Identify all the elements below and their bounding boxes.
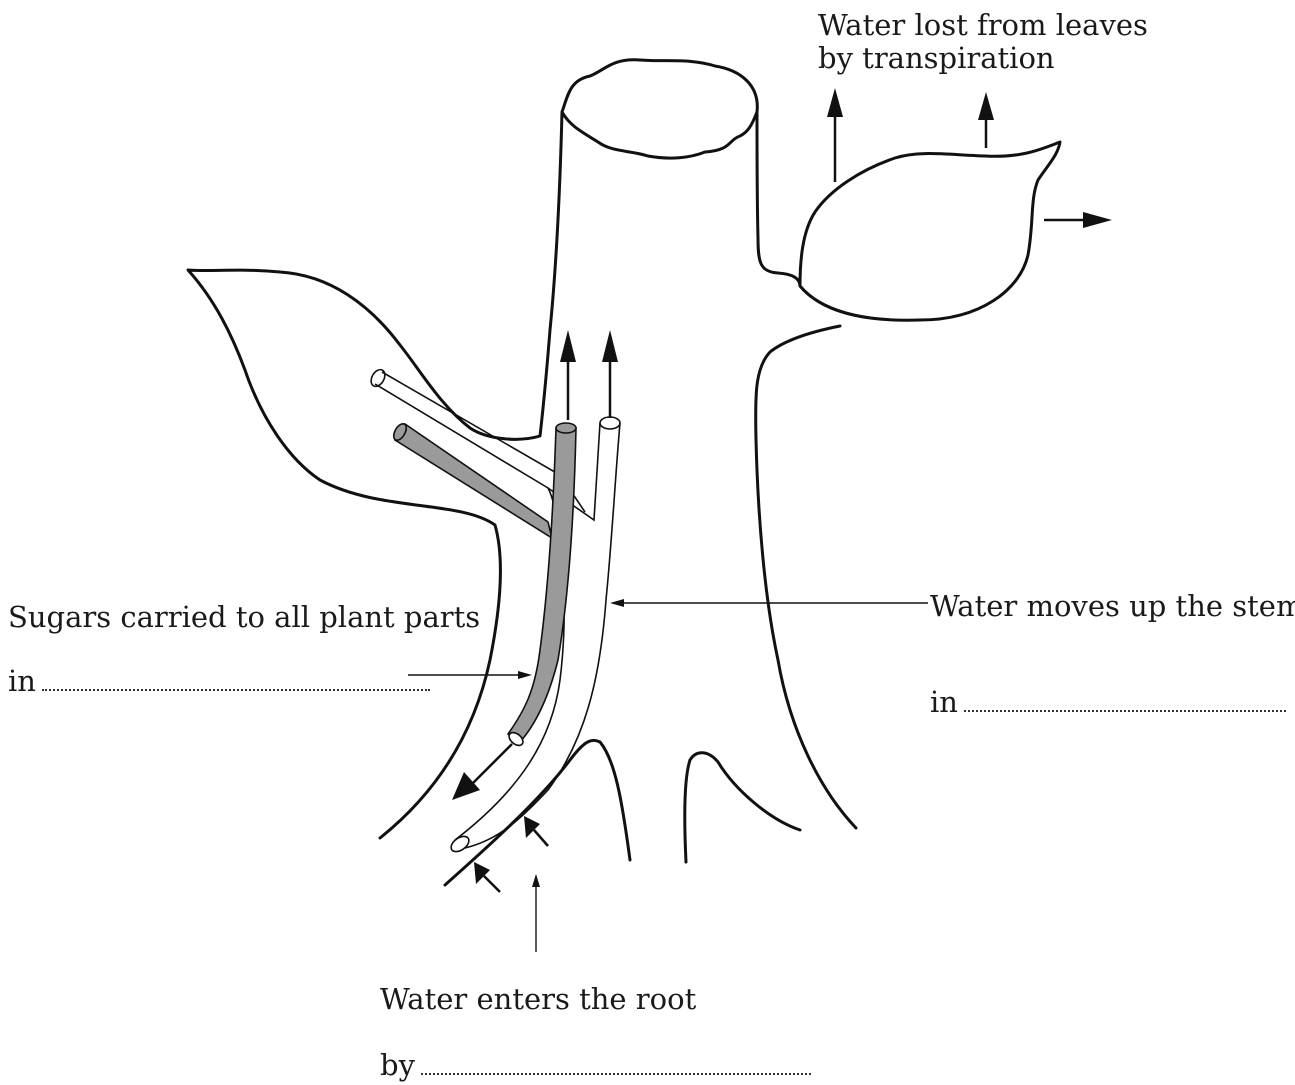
phloem-top-opening — [556, 423, 576, 433]
sugars-label: Sugars carried to all plant parts — [8, 603, 480, 632]
xylem-top-opening — [600, 417, 620, 429]
stem-right-edge — [757, 112, 1060, 320]
water-root-answer-blank[interactable] — [421, 1073, 811, 1075]
water-stem-answer-line: in — [930, 688, 1286, 717]
sugar-down-arrowhead — [452, 772, 480, 800]
stem-right-lower — [756, 326, 856, 828]
sugar-leader-arrowhead — [518, 671, 532, 679]
sugars-answer-blank[interactable] — [42, 689, 430, 691]
stem-cut-top — [562, 60, 757, 158]
root-right — [685, 753, 800, 862]
sugars-answer-line: in — [8, 667, 430, 696]
stem-left-edge — [188, 112, 562, 838]
sugar-down-arrow — [470, 744, 512, 786]
water-root-answer-prefix: by — [380, 1048, 415, 1082]
transpiration-label-line1: Water lost from leaves — [818, 11, 1148, 40]
xylem-up-arrowhead — [602, 330, 618, 362]
root-left — [445, 740, 630, 885]
sugars-answer-prefix: in — [8, 664, 36, 698]
phloem-vessel — [391, 422, 576, 748]
transpiration-label-line2: by transpiration — [818, 44, 1055, 73]
xylem-bottom-opening — [448, 833, 471, 854]
stem-leader-arrowhead — [610, 599, 624, 607]
water-root-answer-line: by — [380, 1051, 811, 1080]
water-stem-label: Water moves up the stem — [930, 592, 1295, 621]
phloem-up-arrowhead — [560, 330, 576, 362]
plant-outline — [188, 60, 1060, 885]
phloem-branch — [395, 424, 552, 538]
transpiration-arrowhead-1 — [827, 88, 843, 117]
water-stem-answer-prefix: in — [930, 685, 958, 719]
transpiration-arrowhead-3 — [1083, 212, 1112, 228]
root-entry-arrow-1 — [484, 876, 500, 892]
root-entry-arrow-2 — [534, 830, 548, 846]
root-leader-arrowhead — [532, 874, 540, 887]
water-stem-answer-blank[interactable] — [964, 710, 1286, 712]
phloem-main — [508, 428, 576, 742]
xylem-leaf-opening — [368, 367, 387, 389]
transpiration-arrowhead-2 — [978, 92, 994, 120]
water-root-label: Water enters the root — [380, 985, 696, 1014]
